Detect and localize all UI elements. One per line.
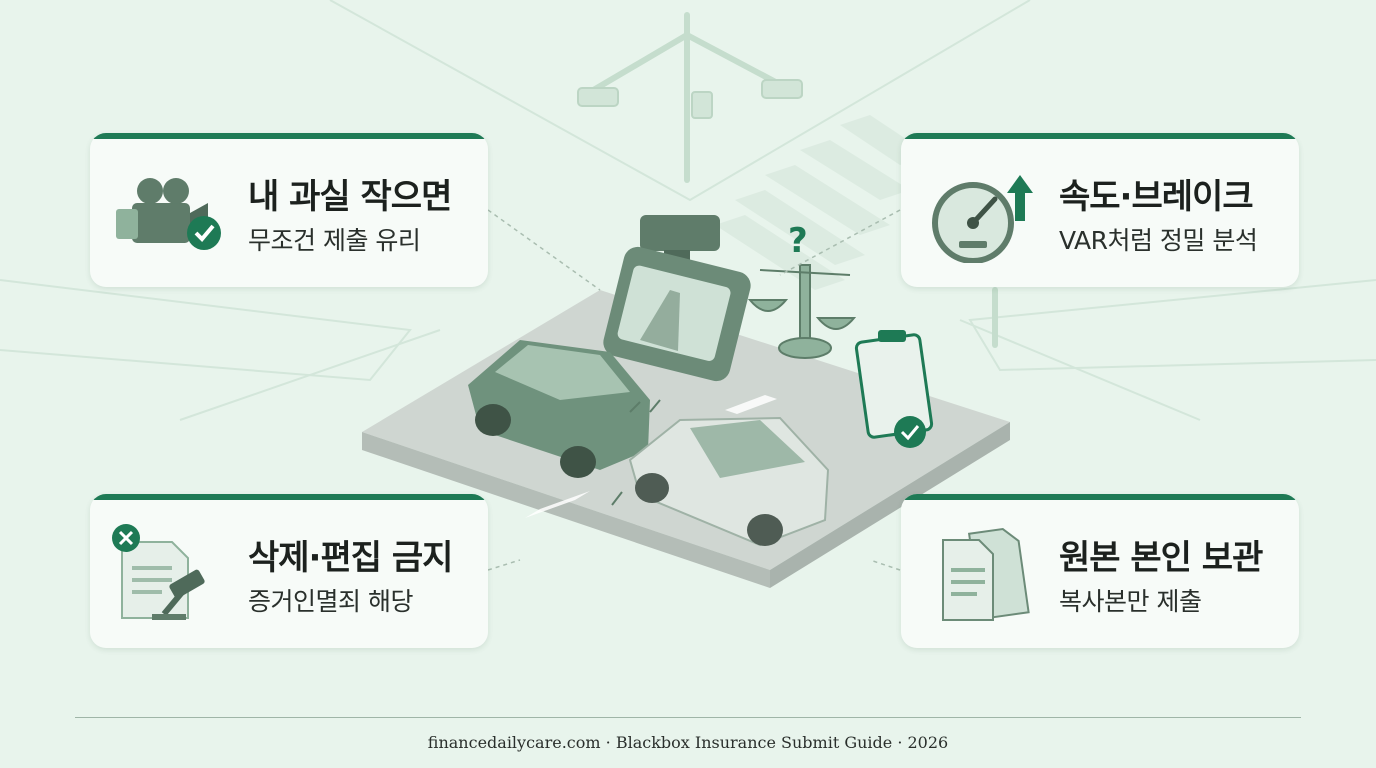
car-light-icon — [628, 416, 830, 547]
card-title: 삭제·편집 금지 — [248, 538, 453, 578]
tip-card-no-edit: 삭제·편집 금지 증거인멸죄 해당 — [90, 494, 488, 648]
footer-caption: financedailycare.com · Blackbox Insuranc… — [427, 733, 949, 752]
copy-documents-icon — [942, 527, 1030, 621]
tip-card-keep-original: 원본 본인 보관 복사본만 제출 — [901, 494, 1299, 648]
tip-card-speed-brake: 속도·브레이크 VAR처럼 정밀 분석 — [901, 133, 1299, 287]
footer-divider — [75, 717, 1301, 718]
document-gavel-icon — [112, 524, 205, 620]
clipboard-check-icon — [854, 330, 934, 448]
camera-check-icon — [116, 178, 221, 250]
card-title: 속도·브레이크 — [1059, 177, 1254, 217]
card-title: 내 과실 작으면 — [248, 177, 452, 217]
card-subtitle: VAR처럼 정밀 분석 — [1059, 226, 1258, 255]
dashcam-icon — [603, 215, 751, 382]
speedometer-icon — [932, 175, 1033, 263]
car-dark-icon — [468, 340, 650, 478]
scale-icon — [747, 264, 857, 359]
card-title: 원본 본인 보관 — [1059, 538, 1263, 578]
svg-text:?: ? — [788, 221, 808, 261]
tip-card-low-fault: 내 과실 작으면 무조건 제출 유리 — [90, 133, 488, 287]
card-subtitle: 복사본만 제출 — [1059, 587, 1202, 616]
card-subtitle: 증거인멸죄 해당 — [248, 587, 413, 616]
card-subtitle: 무조건 제출 유리 — [248, 226, 421, 255]
